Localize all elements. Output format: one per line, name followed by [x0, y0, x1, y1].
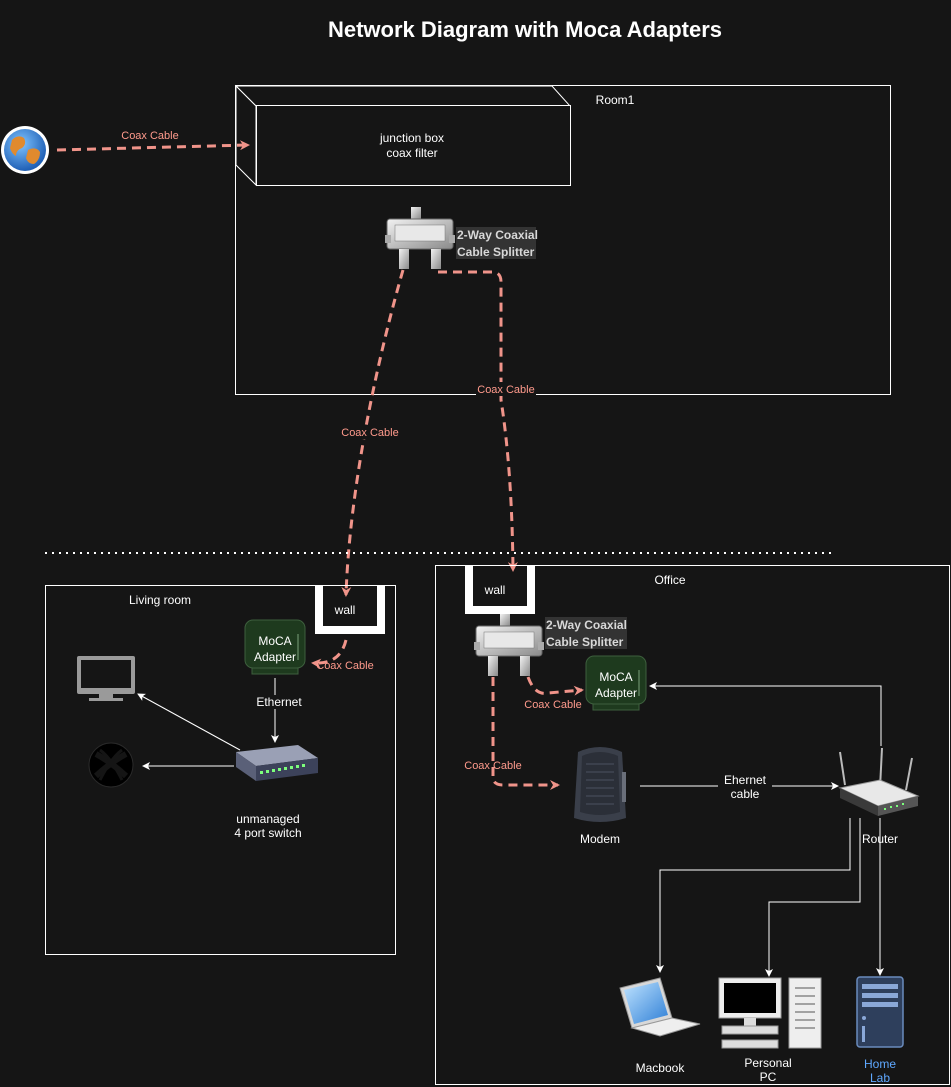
macbook-label: Macbook	[636, 1061, 686, 1075]
ethernet-router-pc	[765, 818, 861, 977]
office-label: Office	[654, 573, 685, 587]
moca-adapter-office: MoCA Adapter	[585, 655, 647, 711]
splitter-office-line1: 2-Way Coaxial	[546, 618, 627, 632]
room1-label: Room1	[596, 93, 635, 107]
coax-splitter-room1	[385, 207, 455, 269]
ethernet-switch-tv	[137, 693, 241, 751]
coax-cable-wall-moca-living	[311, 639, 348, 669]
junction-box: junction box coax filter	[234, 84, 572, 187]
server-tower-icon	[856, 976, 904, 1048]
coax-label-office: Coax Cable	[477, 384, 534, 396]
pc-label-line2: PC	[760, 1070, 777, 1084]
coax-cable-splitter-modem	[491, 677, 560, 790]
ehernet-label-line1: Ehernet	[724, 773, 767, 787]
moca-living-line1: MoCA	[258, 634, 291, 648]
laptop-icon	[619, 977, 701, 1037]
moca-adapter-living-room: MoCA Adapter	[244, 619, 306, 675]
coax-label-living-room: Coax Cable	[341, 427, 398, 439]
splitter-room1-line2: Cable Splitter	[457, 245, 535, 259]
network-switch-icon	[236, 745, 318, 781]
moca-living-line2: Adapter	[254, 650, 296, 664]
ethernet-router-moca	[649, 682, 882, 746]
wall-office-label: wall	[484, 583, 506, 597]
coax-label-internet: Coax Cable	[121, 130, 178, 142]
moca-office-line2: Adapter	[595, 686, 637, 700]
modem-label: Modem	[580, 832, 620, 846]
splitter-office-line2: Cable Splitter	[546, 635, 624, 649]
splitter-room1-line1: 2-Way Coaxial	[457, 228, 538, 242]
coax-cable-office	[438, 270, 518, 572]
coax-splitter-office	[474, 614, 544, 676]
switch-label-line2: 4 port switch	[234, 826, 301, 840]
coax-label-moca-living: Coax Cable	[316, 660, 373, 672]
coax-cable-living-room	[341, 269, 405, 597]
homelab-label-line1: Home	[864, 1057, 896, 1071]
homelab-label-line2: Lab	[870, 1071, 890, 1085]
xbox-icon	[88, 742, 134, 788]
monitor-icon	[77, 656, 135, 701]
coax-cable-internet	[56, 140, 250, 152]
living-room-box	[45, 585, 396, 955]
desktop-pc-icon	[718, 977, 822, 1049]
wifi-router-icon	[838, 747, 920, 816]
office-box	[435, 565, 950, 1085]
moca-office-line1: MoCA	[599, 670, 632, 684]
coax-label-modem: Coax Cable	[464, 760, 521, 772]
ethernet-label: Ethernet	[256, 695, 302, 709]
living-room-label: Living room	[129, 593, 191, 607]
switch-label-line1: unmanaged	[236, 812, 299, 826]
wall-office: wall	[465, 565, 535, 614]
wall-living-room-label: wall	[334, 603, 356, 617]
coax-cable-splitter-moca-office	[526, 676, 584, 696]
ehernet-label-line2: cable	[731, 787, 760, 801]
wall-living-room: wall	[315, 585, 385, 634]
coax-label-moca-office: Coax Cable	[524, 699, 581, 711]
pc-label-line1: Personal	[744, 1056, 791, 1070]
junction-box-line1: junction box	[379, 131, 444, 145]
globe-icon	[1, 126, 49, 174]
ethernet-router-macbook	[656, 818, 851, 973]
page-title: Network Diagram with Moca Adapters	[328, 17, 722, 42]
room1-box	[235, 85, 891, 395]
junction-box-line2: coax filter	[386, 146, 437, 160]
cable-modem-icon	[574, 747, 626, 822]
